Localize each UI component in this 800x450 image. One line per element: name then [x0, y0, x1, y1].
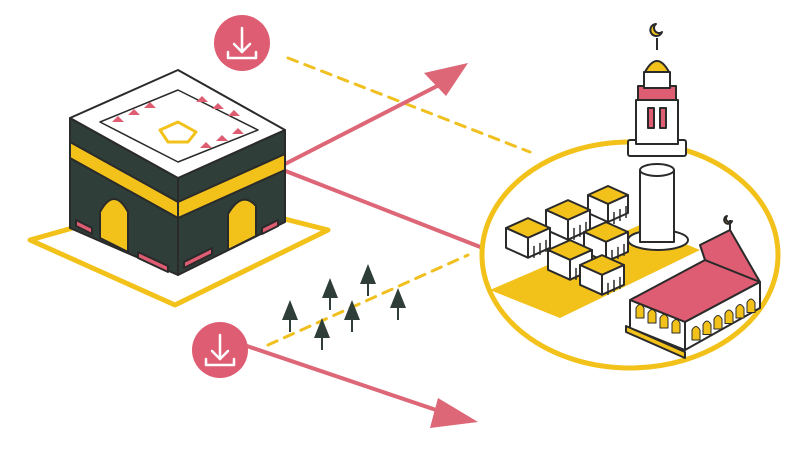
kaaba-base-strip-mid — [137, 251, 169, 273]
kaaba-base-strip-left — [75, 219, 93, 235]
kaaba-roof-center — [158, 120, 198, 144]
kaaba — [27, 69, 331, 308]
house-cube — [587, 185, 629, 224]
download-arrow-icon — [204, 333, 236, 367]
house-cube — [579, 254, 625, 296]
crescent-icon — [649, 23, 663, 37]
tree-icon — [344, 300, 360, 332]
house-cube — [583, 221, 629, 263]
kaaba-base-strip-right2 — [261, 219, 279, 235]
city — [479, 23, 781, 371]
badge-bottom[interactable] — [192, 322, 248, 378]
tree-icon — [390, 288, 406, 320]
arrow-lower — [237, 341, 478, 428]
mosque — [625, 215, 761, 359]
trees — [282, 264, 406, 350]
houses — [505, 185, 629, 296]
dashed-line-bottom — [266, 253, 470, 347]
kaaba-base-strip-right1 — [183, 247, 213, 269]
kaaba-door-right — [227, 198, 257, 251]
dashed-connectors — [266, 56, 532, 347]
arrows — [237, 63, 489, 428]
kaaba-gold-band-right — [177, 153, 286, 219]
arrow-middle — [282, 168, 489, 252]
kaaba-door-left — [99, 198, 129, 253]
dashed-line-top — [286, 56, 532, 154]
tree-icon — [314, 318, 330, 350]
tree-icon — [360, 264, 376, 296]
arrow-upper — [282, 63, 468, 167]
tree-icon — [322, 278, 338, 310]
kaaba-roof-trim — [112, 96, 244, 148]
tree-icon — [282, 300, 298, 332]
house-cube — [505, 217, 551, 259]
download-arrow-icon — [226, 26, 258, 60]
mosque-crescent-icon — [723, 215, 733, 225]
badge-top[interactable] — [214, 15, 270, 71]
